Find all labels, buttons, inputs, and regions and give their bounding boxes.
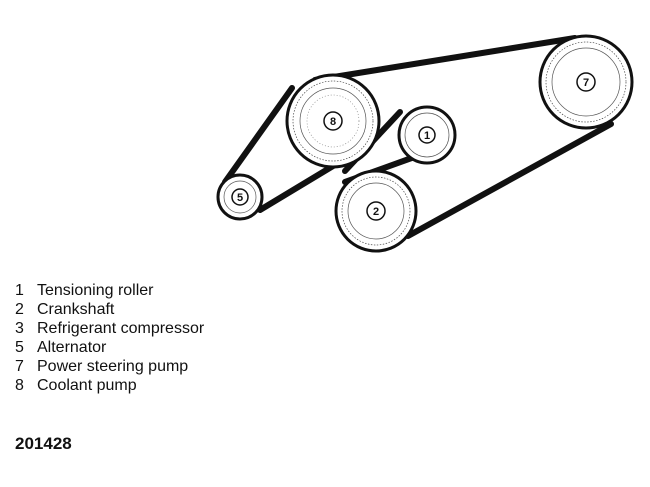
pulley-7: 7	[538, 34, 634, 130]
legend-item: 3 Refrigerant compressor	[15, 319, 204, 338]
legend-text: Alternator	[37, 339, 107, 356]
pulley-1: 1	[397, 105, 457, 165]
pulley-label-7: 7	[583, 77, 589, 89]
figure-id: 201428	[15, 434, 72, 453]
legend-number: 2	[15, 301, 24, 318]
belt-segment	[257, 160, 341, 213]
belt-routing-diagram: 7 8 1 5 2	[216, 34, 634, 253]
pulley-label-1: 1	[424, 130, 430, 142]
pulley-label-2: 2	[373, 206, 379, 218]
legend-text: Refrigerant compressor	[37, 320, 205, 337]
legend: 1 Tensioning roller 2 Crankshaft 3 Refri…	[15, 281, 204, 395]
legend-item: 7 Power steering pump	[15, 357, 204, 376]
legend-text: Crankshaft	[37, 301, 115, 318]
pulley-label-5: 5	[237, 192, 243, 204]
legend-text: Tensioning roller	[37, 282, 154, 299]
pulley-2: 2	[334, 169, 418, 253]
legend-item: 2 Crankshaft	[15, 300, 204, 319]
pulley-8: 8	[285, 73, 381, 169]
belt-segment	[312, 35, 578, 83]
legend-item: 8 Coolant pump	[15, 376, 204, 395]
legend-number: 1	[15, 282, 24, 299]
belt-segment	[405, 121, 614, 239]
pulley-5: 5	[216, 173, 264, 221]
legend-number: 5	[15, 339, 24, 356]
legend-number: 7	[15, 358, 24, 375]
legend-text: Coolant pump	[37, 377, 137, 394]
legend-number: 3	[15, 320, 24, 337]
legend-text: Power steering pump	[37, 358, 189, 375]
belt-segment	[222, 85, 295, 185]
legend-item: 5 Alternator	[15, 338, 204, 357]
legend-number: 8	[15, 377, 24, 394]
pulley-label-8: 8	[330, 116, 336, 128]
legend-item: 1 Tensioning roller	[15, 281, 204, 300]
